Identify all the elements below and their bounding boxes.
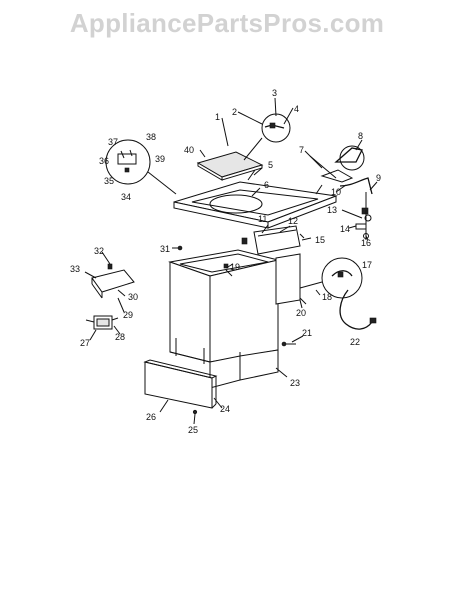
callout-2: 2 [232,107,237,117]
callout-4: 4 [294,104,299,114]
callout-23: 23 [290,378,300,388]
callout-31: 31 [160,244,170,254]
callout-40: 40 [184,145,194,155]
screws [172,245,296,347]
rear-bracket [241,225,305,255]
callout-34: 34 [121,192,131,202]
control-switch-detail [105,139,177,195]
terminal-block-bracket [84,263,135,299]
callout-22: 22 [350,337,360,347]
callout-36: 36 [99,156,109,166]
callout-3: 3 [272,88,277,98]
callout-35: 35 [104,176,114,186]
callout-16: 16 [361,238,371,248]
callout-8: 8 [358,131,363,141]
power-cord-detail [299,257,377,330]
callout-24: 24 [220,404,230,414]
callout-38: 38 [146,132,156,142]
callout-11: 11 [258,214,267,224]
callout-7: 7 [299,145,304,155]
callout-labels: 1 2 3 4 5 6 7 8 9 10 11 12 13 14 15 16 1… [70,88,381,435]
callout-30: 30 [128,292,138,302]
fastener-group [355,210,372,240]
callout-21: 21 [302,328,312,338]
callout-15: 15 [315,235,325,245]
callout-12: 12 [288,216,298,226]
callout-14: 14 [340,224,350,234]
callout-27: 27 [80,338,90,348]
callout-20: 20 [296,308,306,318]
rear-panel [275,253,307,305]
timer-switch [85,315,119,330]
callout-32: 32 [94,246,104,256]
callout-5: 5 [268,160,273,170]
top-panel [173,169,338,229]
callout-19: 19 [230,262,240,272]
callout-33: 33 [70,264,80,274]
callout-39: 39 [155,154,165,164]
callout-1: 1 [215,112,220,122]
callout-18: 18 [322,292,332,302]
callout-10: 10 [331,187,341,197]
callout-6: 6 [264,180,269,190]
toe-panel [143,359,218,415]
callout-25: 25 [188,425,198,435]
callout-9: 9 [376,173,381,183]
hinge-detail [243,113,291,161]
callout-37: 37 [108,137,118,147]
callout-26: 26 [146,412,156,422]
callout-28: 28 [115,332,125,342]
callout-13: 13 [327,205,337,215]
callout-17: 17 [362,260,372,270]
site-watermark: AppliancePartsPros.com [69,8,385,38]
cabinet [168,249,279,389]
leader-lines [89,97,378,425]
callout-29: 29 [123,310,133,320]
